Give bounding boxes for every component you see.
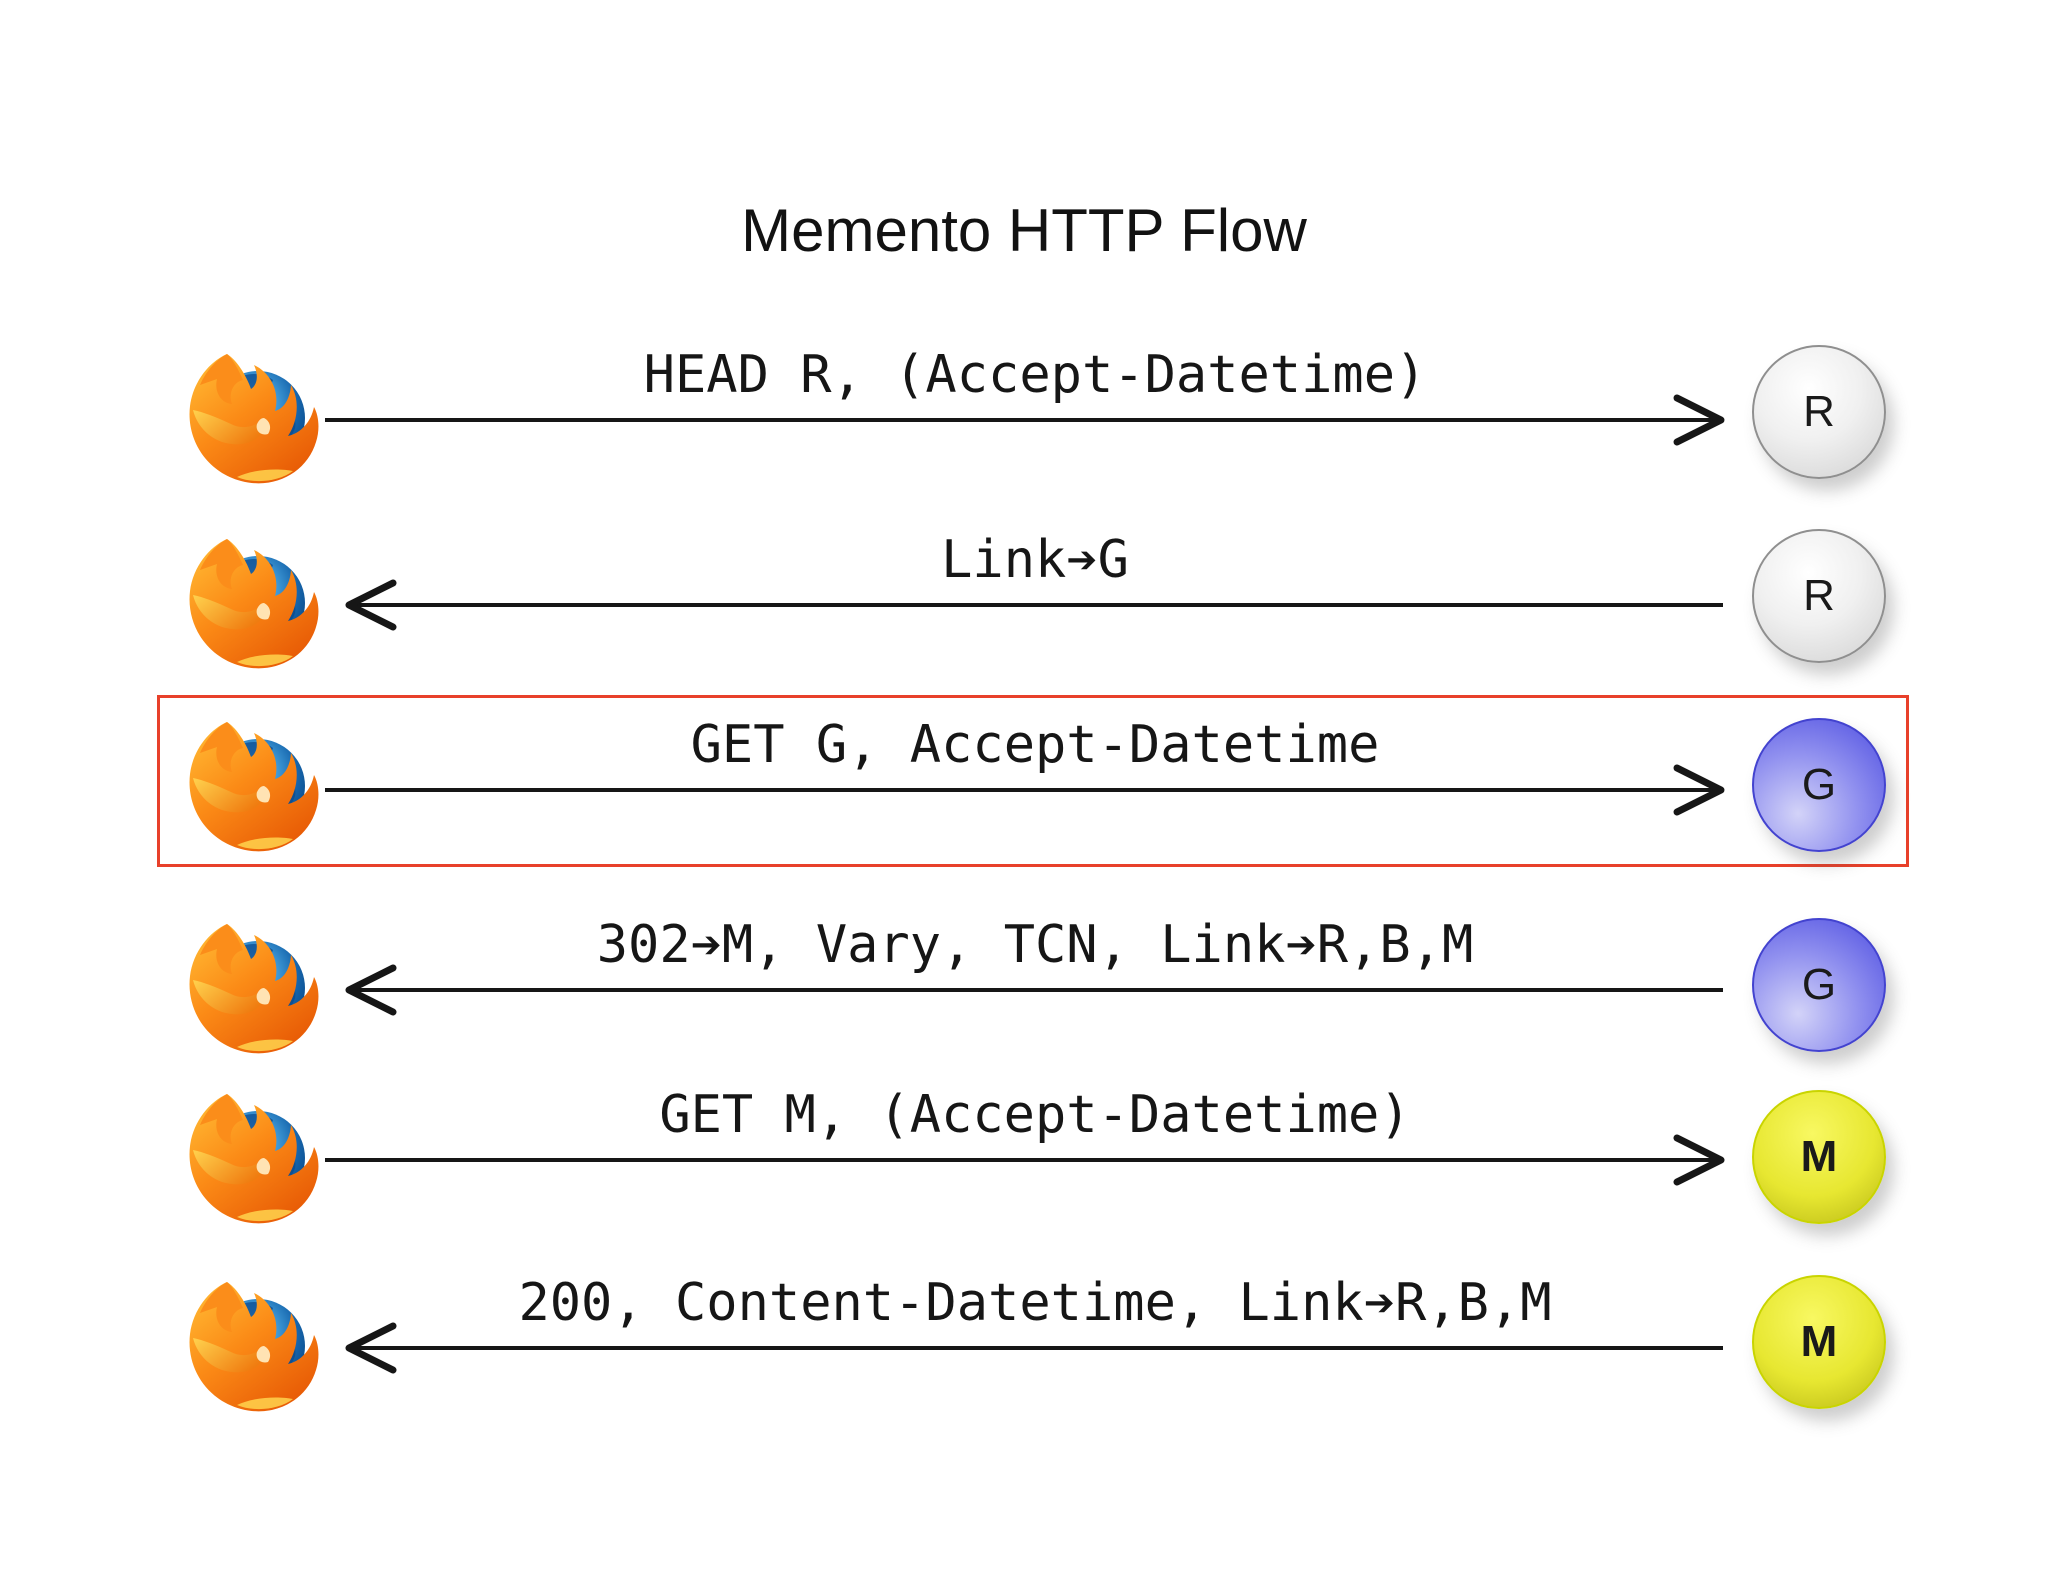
server-node-m: M bbox=[1752, 1090, 1886, 1224]
server-node-label: M bbox=[1800, 1317, 1838, 1366]
server-node-label: G bbox=[1801, 960, 1837, 1009]
message-label: GET M, (Accept-Datetime) bbox=[659, 1085, 1411, 1145]
server-node-r: R bbox=[1752, 345, 1886, 479]
server-node-g: G bbox=[1752, 718, 1886, 852]
message-label: HEAD R, (Accept-Datetime) bbox=[643, 345, 1427, 405]
message-label: GET G, Accept-Datetime bbox=[690, 715, 1380, 775]
firefox-browser-icon bbox=[189, 1282, 319, 1412]
response-arrow-icon bbox=[345, 964, 1723, 1016]
server-node-label: M bbox=[1800, 1132, 1838, 1181]
firefox-browser-icon bbox=[189, 924, 319, 1054]
server-node-label: G bbox=[1801, 760, 1837, 809]
server-node-m: M bbox=[1752, 1275, 1886, 1409]
diagram-title: Memento HTTP Flow bbox=[741, 197, 1307, 264]
request-arrow-icon bbox=[325, 764, 1725, 816]
highlight-box bbox=[157, 695, 1909, 867]
response-arrow-icon bbox=[345, 1322, 1723, 1374]
message-label: Link➔G bbox=[941, 530, 1129, 590]
response-arrow-icon bbox=[345, 579, 1723, 631]
server-node-label: R bbox=[1803, 571, 1835, 620]
server-node-g: G bbox=[1752, 918, 1886, 1052]
message-label: 302➔M, Vary, TCN, Link➔R,B,M bbox=[596, 915, 1474, 975]
request-arrow-icon bbox=[325, 1134, 1725, 1186]
firefox-browser-icon bbox=[189, 722, 319, 852]
message-label: 200, Content-Datetime, Link➔R,B,M bbox=[518, 1273, 1552, 1333]
server-node-r: R bbox=[1752, 529, 1886, 663]
request-arrow-icon bbox=[325, 394, 1725, 446]
firefox-browser-icon bbox=[189, 1094, 319, 1224]
firefox-browser-icon bbox=[189, 539, 319, 669]
firefox-browser-icon bbox=[189, 354, 319, 484]
server-node-label: R bbox=[1803, 387, 1835, 436]
